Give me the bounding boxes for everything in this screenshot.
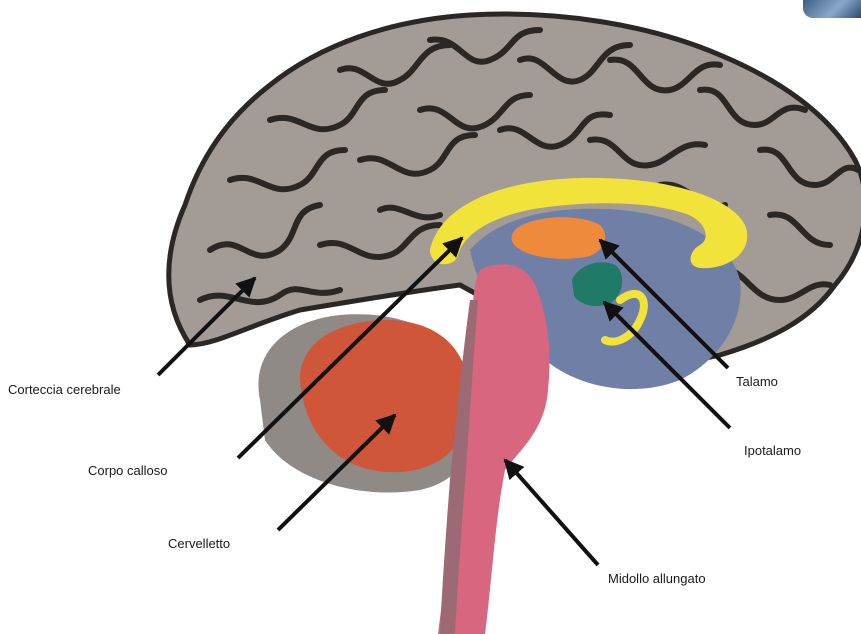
corner-image-fragment <box>803 0 861 18</box>
label-cerebellum: Cervelletto <box>168 536 230 551</box>
label-thalamus: Talamo <box>736 374 778 389</box>
label-medulla: Midollo allungato <box>608 571 706 586</box>
arrow-medulla <box>505 460 598 565</box>
label-corpus-callosum: Corpo calloso <box>88 463 168 478</box>
label-hypothalamus: Ipotalamo <box>744 443 801 458</box>
label-cortex: Corteccia cerebrale <box>8 382 121 397</box>
